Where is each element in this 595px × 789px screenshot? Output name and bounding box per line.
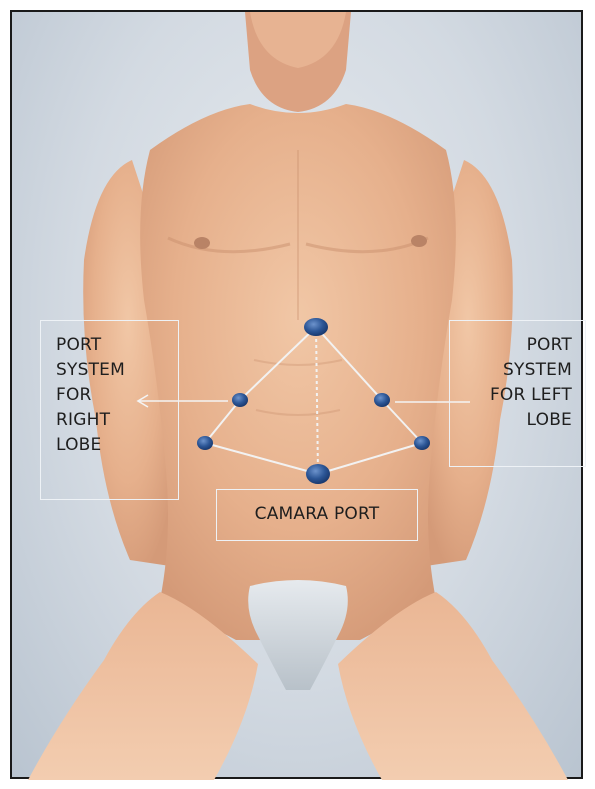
top-center-port <box>304 318 328 336</box>
left-lobe-label-box: PORT SYSTEM FOR LEFT LOBE <box>449 320 586 467</box>
right-lobe-upper-port <box>232 393 248 407</box>
left-lobe-label-line: LOBE <box>450 408 572 433</box>
right-lobe-label-line: PORT <box>56 333 178 358</box>
left-lobe-label-line: FOR LEFT <box>450 383 572 408</box>
camera-port <box>306 464 330 484</box>
right-nipple <box>194 237 210 249</box>
cloth <box>248 580 348 690</box>
left-lobe-upper-port <box>374 393 390 407</box>
left-lobe-label-line: SYSTEM <box>450 358 572 383</box>
right-lobe-label-line: SYSTEM <box>56 358 178 383</box>
right-lobe-lower-port <box>197 436 213 450</box>
right-lobe-label-line: LOBE <box>56 433 178 458</box>
right-lobe-label-line: FOR <box>56 383 178 408</box>
right-lobe-label-box: PORT SYSTEM FOR RIGHT LOBE <box>40 320 179 500</box>
camera-port-label: CAMARA PORT <box>216 489 418 541</box>
left-lobe-lower-port <box>414 436 430 450</box>
right-lobe-label-line: RIGHT <box>56 408 178 433</box>
left-nipple <box>411 235 427 247</box>
left-lobe-label-line: PORT <box>450 333 572 358</box>
